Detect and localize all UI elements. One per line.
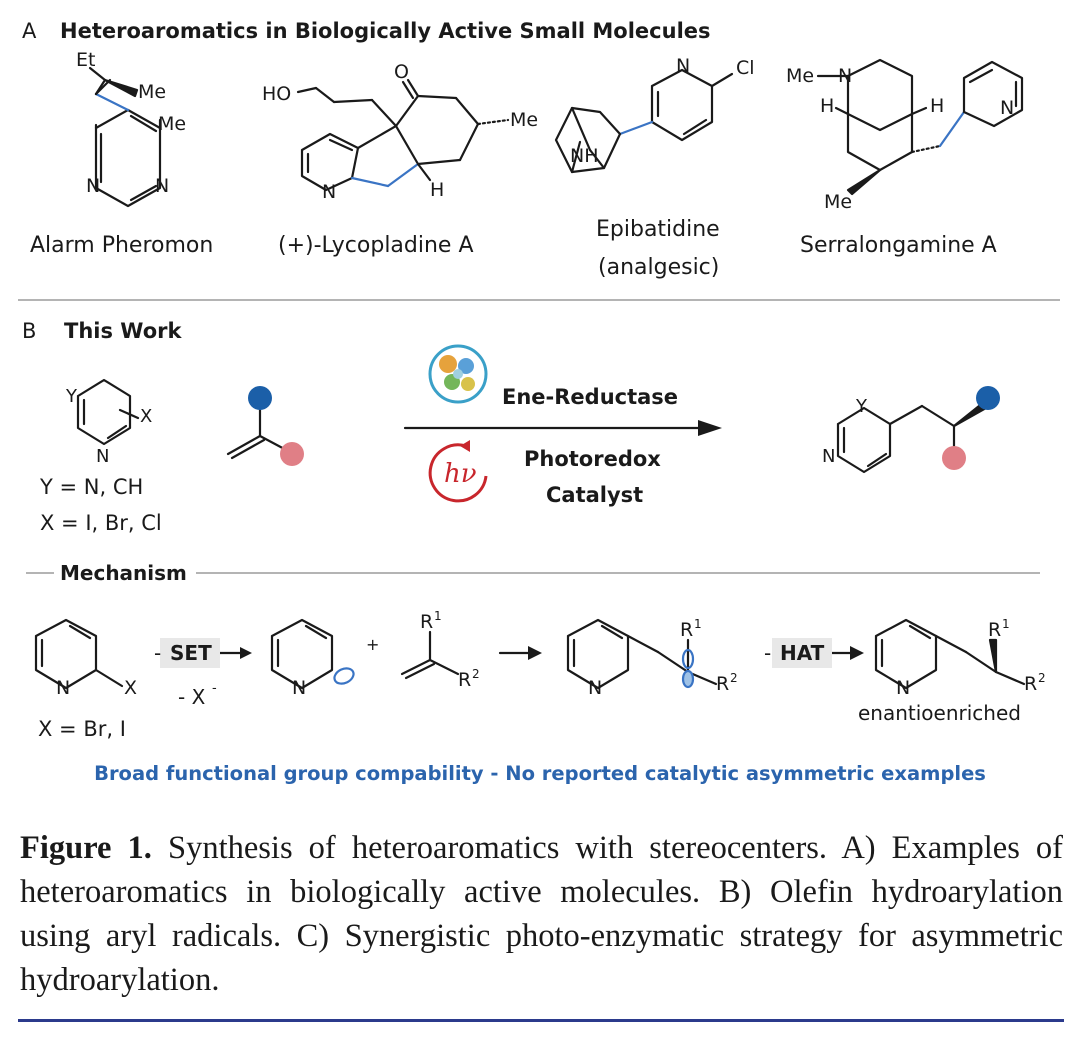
- epibatidine-name: Epibatidine: [596, 217, 720, 242]
- blue-substituent-ball: [248, 386, 272, 410]
- panel-b-title: This Work: [64, 319, 182, 343]
- mech-x-definition: X = Br, I: [38, 717, 126, 741]
- lycopladine-structure: [296, 78, 510, 192]
- svg-text:2: 2: [1038, 671, 1046, 685]
- alarm-pheromon-name: Alarm Pheromon: [30, 233, 213, 258]
- mech-aryl-halide: [34, 618, 124, 690]
- svg-text:-: -: [764, 641, 771, 665]
- x-minus: - X: [178, 685, 206, 709]
- svg-text:N: N: [896, 677, 910, 699]
- mech-radical-intermediate: [566, 618, 718, 690]
- svg-text:H: H: [430, 179, 444, 201]
- svg-text:R: R: [716, 673, 729, 695]
- svg-text:Me: Me: [786, 65, 814, 87]
- enantioenriched-label: enantioenriched: [858, 701, 1021, 725]
- svg-text:X: X: [140, 406, 152, 427]
- svg-text:-: -: [154, 641, 161, 665]
- svg-text:Me: Me: [158, 113, 186, 135]
- mech-alkene: [400, 630, 460, 680]
- svg-text:R: R: [420, 611, 433, 633]
- mechanism-title: Mechanism: [60, 561, 187, 585]
- svg-text:Y: Y: [65, 386, 78, 407]
- mech-final-product: [874, 618, 1026, 690]
- product-structure: [836, 400, 988, 474]
- svg-text:N: N: [292, 677, 306, 699]
- serralongamine-structure: [816, 58, 1024, 196]
- svg-text:N: N: [322, 181, 336, 203]
- banner-text: Broad functional group compability - No …: [94, 762, 986, 785]
- svg-text:-: -: [212, 681, 217, 696]
- pink-substituent-ball: [280, 442, 304, 466]
- svg-text:Et: Et: [76, 49, 95, 71]
- svg-text:N: N: [56, 677, 70, 699]
- bottom-rule: [18, 1019, 1064, 1022]
- serralongamine-name: Serralongamine A: [800, 233, 997, 258]
- svg-text:N: N: [1000, 97, 1014, 119]
- ene-reductase-label: Ene-Reductase: [502, 385, 678, 409]
- x-definition: X = I, Br, Cl: [40, 511, 162, 535]
- lycopladine-name: (+)-Lycopladine A: [278, 233, 474, 258]
- svg-text:NH: NH: [570, 145, 599, 167]
- panel-b-letter: B: [22, 319, 36, 343]
- svg-text:Y: Y: [855, 396, 868, 417]
- svg-text:1: 1: [694, 617, 702, 631]
- svg-text:R: R: [458, 669, 471, 691]
- halo-heteroarene-structure: [76, 378, 140, 446]
- figure-caption: Figure 1. Synthesis of heteroaromatics w…: [20, 826, 1063, 1002]
- alarm-pheromone-structure: [88, 66, 162, 208]
- panel-a-letter: A: [22, 19, 37, 43]
- svg-text:O: O: [394, 61, 409, 83]
- epibatidine-structure: [554, 68, 734, 174]
- plus-sign: +: [366, 635, 379, 654]
- photoredox-cycle-icon: [428, 440, 488, 503]
- svg-text:N: N: [676, 55, 690, 77]
- svg-text:X: X: [124, 677, 137, 699]
- svg-text:N: N: [838, 65, 852, 87]
- svg-text:N: N: [86, 175, 100, 197]
- hat-box: [772, 638, 832, 668]
- svg-text:Me: Me: [824, 191, 852, 213]
- svg-text:N: N: [96, 446, 109, 467]
- mech-aryl-radical: [270, 618, 355, 690]
- product-blue-ball: [976, 386, 1000, 410]
- svg-text:1: 1: [434, 609, 442, 623]
- svg-text:N: N: [588, 677, 602, 699]
- svg-text:R: R: [680, 619, 693, 641]
- enzyme-icon: [428, 344, 488, 404]
- figure-label: Figure 1.: [20, 830, 152, 866]
- svg-text:HO: HO: [262, 83, 291, 105]
- svg-text:R: R: [1024, 673, 1037, 695]
- svg-text:N: N: [155, 175, 169, 197]
- svg-text:N: N: [822, 446, 835, 467]
- alkene-substrate: [226, 400, 292, 460]
- set-box: [160, 638, 220, 668]
- catalyst-label: Catalyst: [546, 483, 643, 507]
- svg-text:Me: Me: [138, 81, 166, 103]
- epibatidine-subtitle: (analgesic): [598, 255, 719, 280]
- svg-text:1: 1: [1002, 617, 1010, 631]
- svg-text:R: R: [988, 619, 1001, 641]
- hat-label: HAT: [780, 641, 825, 665]
- set-label: SET: [170, 641, 212, 665]
- svg-text:2: 2: [472, 667, 480, 681]
- caption-text: Synthesis of heteroaromatics with stereo…: [20, 830, 1063, 998]
- svg-text:Me: Me: [510, 109, 538, 131]
- product-pink-ball: [942, 446, 966, 470]
- y-definition: Y = N, CH: [39, 475, 143, 499]
- hv-symbol: hν: [444, 459, 477, 489]
- svg-text:H: H: [820, 95, 834, 117]
- svg-text:H: H: [930, 95, 944, 117]
- svg-text:Cl: Cl: [736, 57, 755, 79]
- figure-graphic: A Heteroaromatics in Biologically Active…: [18, 19, 1060, 785]
- svg-text:2: 2: [730, 671, 738, 685]
- photoredox-label: Photoredox: [524, 447, 661, 471]
- panel-a-title: Heteroaromatics in Biologically Active S…: [60, 19, 711, 43]
